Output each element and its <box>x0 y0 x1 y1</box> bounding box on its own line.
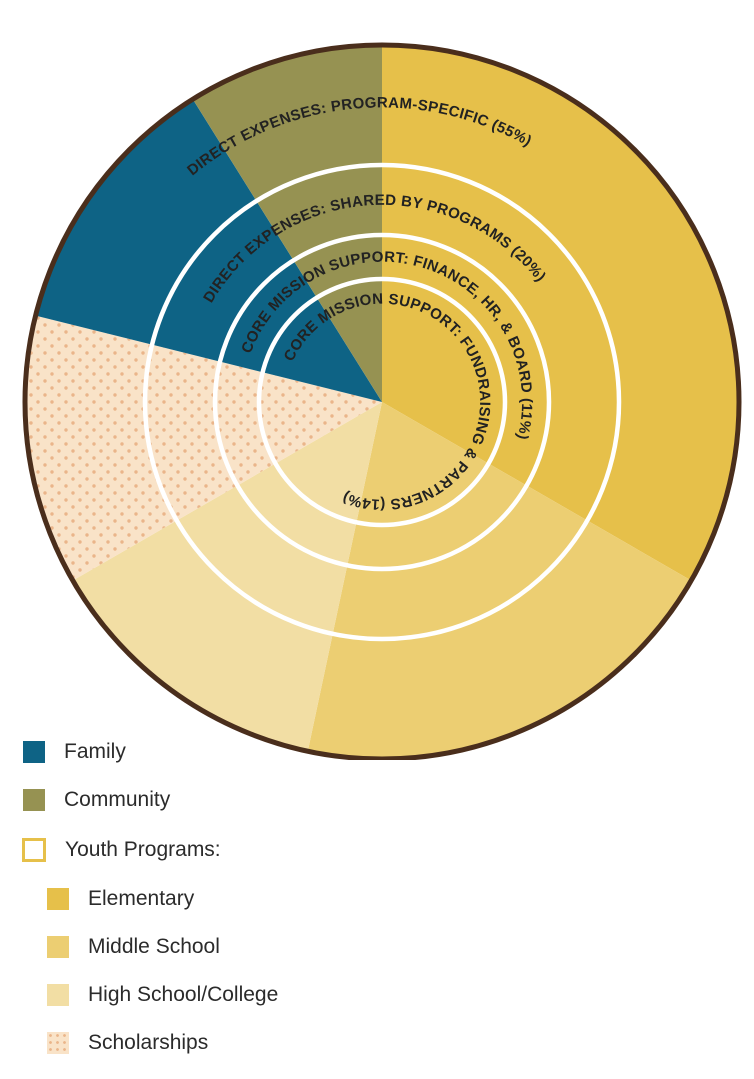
legend-item-family: Family <box>23 740 126 764</box>
legend-label-family: Family <box>64 740 126 763</box>
ring-line-1 <box>142 162 622 642</box>
legend-swatch-youth-programs <box>22 838 46 862</box>
legend-item-high-school-college: High School/College <box>47 983 278 1007</box>
legend-label-youth-programs: Youth Programs: <box>65 838 221 861</box>
legend-item-elementary: Elementary <box>47 887 194 911</box>
wedge-high-school-college <box>72 402 382 752</box>
legend-swatch-scholarships <box>47 1032 69 1054</box>
legend-swatch-elementary <box>47 888 69 910</box>
legend-item-scholarships: Scholarships <box>47 1031 208 1055</box>
legend-swatch-middle-school <box>47 936 69 958</box>
legend-swatch-high-school-college <box>47 984 69 1006</box>
outer-border <box>22 42 742 760</box>
ring-lines <box>142 162 622 642</box>
legend-item-middle-school: Middle School <box>47 935 220 959</box>
legend-label-elementary: Elementary <box>88 887 195 910</box>
legend-swatch-community <box>23 789 45 811</box>
wedge-community <box>192 45 382 402</box>
legend: Family Community Youth Programs: Element… <box>0 730 754 1079</box>
legend-label-high-school-college: High School/College <box>88 983 279 1006</box>
wedge-elementary <box>382 45 739 581</box>
legend-label-middle-school: Middle School <box>88 935 220 958</box>
legend-label-scholarships: Scholarships <box>88 1031 209 1054</box>
legend-item-youth-programs: Youth Programs: <box>22 838 221 862</box>
wedge-scholarships <box>24 315 382 581</box>
legend-item-community: Community <box>23 788 170 812</box>
legend-label-community: Community <box>64 788 171 811</box>
pie-wedges <box>24 45 739 760</box>
legend-swatch-family <box>23 741 45 763</box>
wedge-family <box>35 99 382 402</box>
ring-line-2 <box>212 232 552 572</box>
ring-pie-chart: DIRECT EXPENSES: PROGRAM-SPECIFIC (55%) … <box>22 42 742 760</box>
ring-line-3 <box>256 276 508 528</box>
wedge-middle-school <box>307 402 692 760</box>
chart-area: DIRECT EXPENSES: PROGRAM-SPECIFIC (55%) … <box>22 42 742 760</box>
